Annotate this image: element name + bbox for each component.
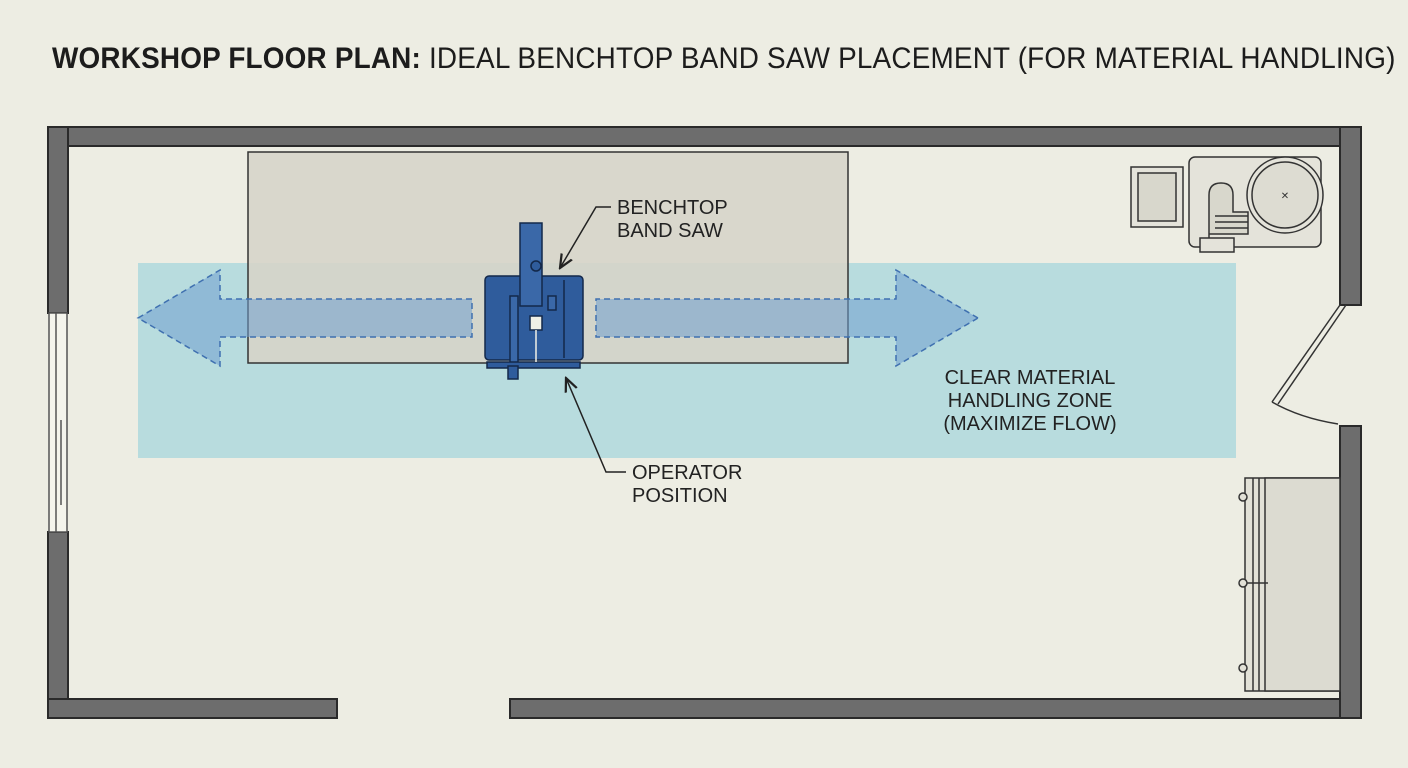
band-saw-label-line2: BAND SAW [617, 220, 723, 242]
wall-bottom-left [47, 698, 338, 719]
wall-right-lower [1339, 425, 1362, 719]
wall-left-lower [47, 531, 69, 719]
band-saw-label: BENCHTOP BAND SAW [617, 197, 728, 243]
walls [47, 126, 1362, 719]
title-bold: WORKSHOP FLOOR PLAN: [52, 42, 422, 75]
wall-top [47, 126, 1362, 147]
operator-label: OPERATOR POSITION [632, 462, 742, 508]
storage-cabinet [1238, 477, 1341, 692]
band-saw [484, 222, 584, 380]
wall-right-upper [1339, 126, 1362, 306]
flow-arrow-right [595, 268, 980, 368]
wall-left-upper [47, 126, 69, 314]
zone-label: CLEAR MATERIAL HANDLING ZONE (MAXIMIZE F… [940, 367, 1120, 436]
dust-collector: ✕ [1130, 156, 1324, 253]
operator-label-line2: POSITION [632, 485, 728, 507]
zone-label-line3: (MAXIMIZE FLOW) [943, 413, 1117, 435]
wall-bottom-right [509, 698, 1362, 719]
zone-label-line2: HANDLING ZONE [947, 390, 1113, 412]
band-saw-label-line1: BENCHTOP [617, 197, 728, 219]
door [1271, 304, 1347, 425]
svg-text:✕: ✕ [1281, 191, 1289, 202]
leader-operator [566, 378, 626, 473]
operator-label-line1: OPERATOR [632, 462, 743, 484]
title-rest: IDEAL BENCHTOP BAND SAW PLACEMENT (FOR M… [428, 42, 1396, 75]
flow-arrow-left [136, 268, 473, 368]
window [48, 312, 68, 533]
leader-band-saw [560, 206, 611, 268]
zone-label-line1: CLEAR MATERIAL [944, 367, 1116, 389]
page-title: WORKSHOP FLOOR PLAN: IDEAL BENCHTOP BAND… [52, 42, 1396, 76]
